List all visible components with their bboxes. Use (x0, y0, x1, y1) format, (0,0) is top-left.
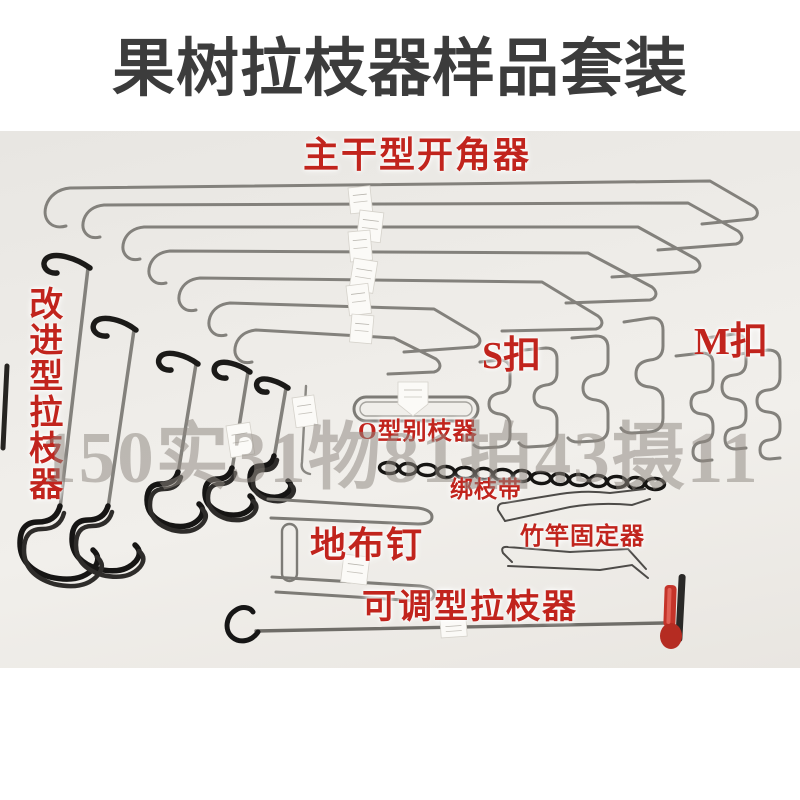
m-hooks (674, 332, 782, 463)
bamboo-fixers (496, 488, 651, 579)
improved-puller-tools (17, 252, 294, 587)
label-s-hook: S扣 (482, 335, 542, 377)
label-m-hook: M扣 (694, 321, 768, 363)
rod-red-handle (660, 574, 686, 649)
product-photo: 主干型开角器 改进型拉枝器 S扣 M扣 O型别枝器 绑枝带 地布钉 竹竿固定器 … (0, 131, 800, 668)
tools-illustration (0, 179, 782, 649)
page-title: 果树拉枝器样品套装 (112, 34, 688, 104)
label-binding-tape: 绑枝带 (450, 477, 522, 502)
paper-tags (225, 185, 468, 639)
ground-nails (266, 497, 436, 603)
s-hooks (472, 316, 665, 450)
label-adjustable-puller: 可调型拉枝器 (362, 589, 578, 626)
label-ground-nail: 地布钉 (310, 525, 425, 565)
label-improved-puller: 改进型拉枝器 (23, 286, 61, 502)
label-o-clip: O型别枝器 (358, 419, 478, 445)
misc-wires (0, 363, 312, 476)
label-bamboo-fixer: 竹竿固定器 (520, 524, 645, 550)
rod-black-hook (224, 605, 261, 644)
label-trunk-spreader: 主干型开角器 (303, 135, 532, 175)
binding-chain (377, 460, 667, 492)
trunk-spreader-wires (43, 179, 759, 376)
